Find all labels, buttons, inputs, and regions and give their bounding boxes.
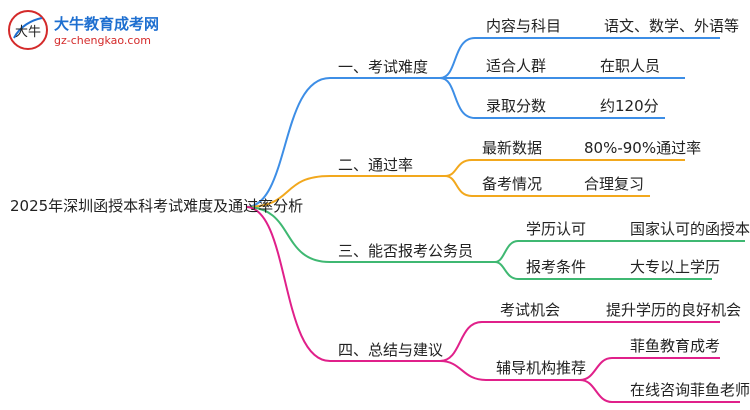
branch-2-title: 二、通过率	[338, 156, 414, 174]
connector-branch-3-item-2	[494, 261, 712, 280]
logo-url: gz-chengkao.com	[54, 34, 151, 47]
branch-3-item-1-value: 国家认可的函授本科	[630, 220, 750, 238]
connector-root-branch-3	[245, 206, 495, 263]
logo-mark-icon: 大牛	[8, 10, 48, 50]
site-logo[interactable]: 大牛 大牛教育成考网 gz-chengkao.com	[6, 8, 191, 54]
connector-root-branch-4	[245, 206, 440, 362]
branch-4-item-2-value-2: 在线咨询菲鱼老师	[630, 381, 750, 399]
connector-branch-4-item-1	[439, 321, 720, 362]
branch-2-item-1-value: 80%-90%通过率	[584, 139, 702, 157]
connector-branch-3-item-1	[494, 240, 745, 263]
branch-1-title: 一、考试难度	[338, 58, 429, 76]
connector-branch-1-item-1	[439, 37, 720, 79]
branch-1-item-2-value: 在职人员	[600, 57, 661, 75]
branch-1-item-3-value: 约120分	[600, 97, 659, 115]
connector-root-branch-2	[245, 175, 445, 208]
branch-4-item-1-value: 提升学历的良好机会	[606, 301, 742, 319]
branch-3-item-1-label: 学历认可	[526, 220, 587, 238]
branch-4-title: 四、总结与建议	[338, 341, 444, 359]
branch-2-item-1-label: 最新数据	[482, 139, 543, 157]
logo-title: 大牛教育成考网	[54, 15, 160, 33]
connector-branch-2-item-2	[444, 175, 650, 197]
branch-1-item-1-label: 内容与科目	[486, 17, 562, 35]
branch-1-item-3-label: 录取分数	[486, 97, 547, 115]
connector-branch-1-item-3	[439, 77, 665, 119]
branch-1-item-1-value: 语文、数学、外语等	[604, 17, 740, 35]
branch-3-item-2-label: 报考条件	[526, 258, 587, 276]
branch-2-item-2-label: 备考情况	[482, 175, 543, 193]
connector-branch-2-item-1	[444, 159, 685, 177]
connector-branch-4-sub-2	[579, 379, 740, 403]
mindmap-root: 2025年深圳函授本科考试难度及通过率分析	[10, 197, 304, 215]
branch-3-item-2-value: 大专以上学历	[630, 258, 721, 276]
connector-branch-4-item-2	[439, 360, 580, 381]
branch-4-item-2-label: 辅导机构推荐	[496, 359, 587, 377]
branch-2-item-2-value: 合理复习	[584, 175, 645, 193]
branch-1-item-2-label: 适合人群	[486, 57, 547, 75]
branch-4-item-1-label: 考试机会	[500, 301, 561, 319]
svg-text:大牛: 大牛	[15, 25, 41, 40]
branch-3-title: 三、能否报考公务员	[338, 242, 474, 260]
branch-4-item-2-value-1: 菲鱼教育成考	[630, 337, 721, 355]
connector-branch-4-sub-1	[579, 357, 720, 381]
connector-root-branch-1	[245, 77, 440, 208]
